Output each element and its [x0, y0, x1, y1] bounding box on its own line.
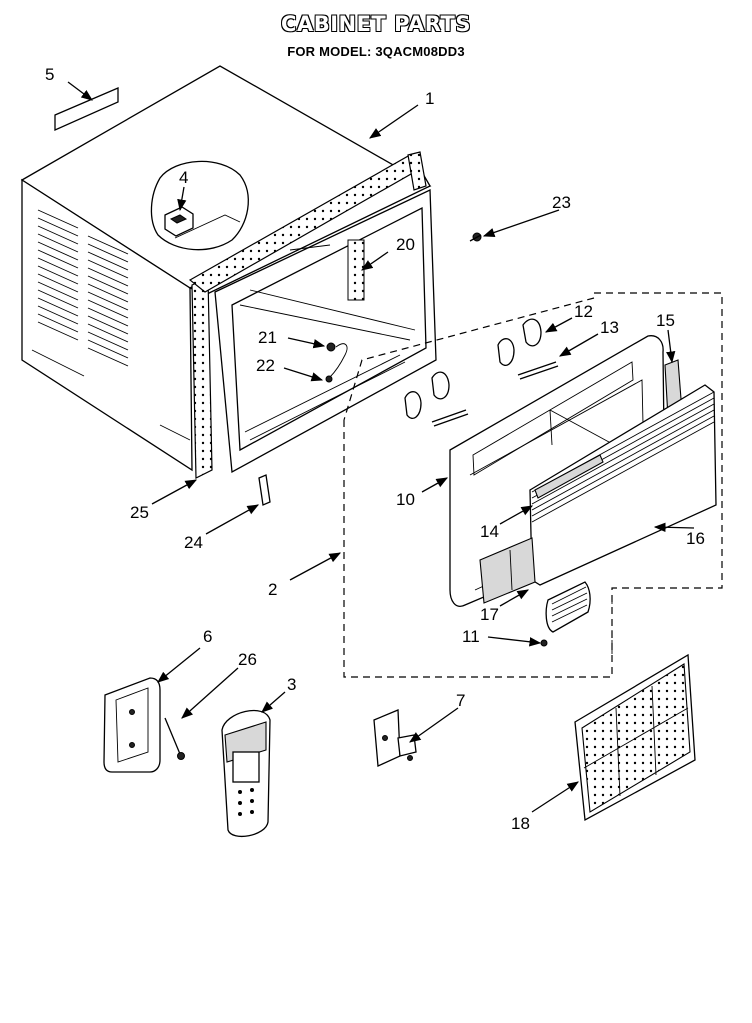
callout-23: 23 [552, 193, 571, 212]
part-5-label [54, 87, 119, 132]
part-6-remote-holder [103, 677, 161, 773]
callout-4: 4 [179, 168, 188, 187]
part-22-clip [325, 375, 333, 383]
callout-12: 12 [574, 302, 593, 321]
part-7-bracket [373, 709, 417, 767]
part-26-screw [164, 717, 185, 760]
callout-16: 16 [686, 529, 705, 548]
callout-14: 14 [480, 522, 499, 541]
louver-pair-left [404, 371, 469, 427]
callout-11: 11 [462, 627, 480, 646]
callout-labels: 5 1 4 20 23 21 22 12 13 15 10 14 16 2 17… [45, 65, 705, 833]
part-18-air-filter [574, 653, 696, 822]
callout-10: 10 [396, 490, 415, 509]
part-25-gasket [191, 277, 213, 479]
part-13-louver-rod [517, 361, 559, 380]
callout-13: 13 [600, 318, 619, 337]
part-22-wire [329, 343, 348, 378]
leader-lines [67, 81, 695, 813]
front-frame [214, 188, 437, 474]
part-2-front-assembly-boundary [343, 292, 723, 678]
callout-2: 2 [268, 580, 277, 599]
part-14-deflector [534, 454, 604, 499]
callout-22: 22 [256, 356, 275, 375]
callout-3: 3 [287, 675, 296, 694]
part-20-insulation [347, 239, 365, 301]
callout-21: 21 [258, 328, 277, 347]
callout-7: 7 [456, 691, 465, 710]
callout-5: 5 [45, 65, 54, 84]
diagram-title: CABINET PARTS [281, 12, 471, 36]
part-24-clip [258, 474, 271, 506]
part-17-control-door [479, 537, 536, 604]
callout-18: 18 [511, 814, 530, 833]
part-23-screw [469, 232, 482, 242]
callout-1: 1 [425, 89, 434, 108]
part-21-screw [326, 342, 336, 352]
part-12-louver [497, 318, 542, 366]
callout-25: 25 [130, 503, 149, 522]
callout-20: 20 [396, 235, 415, 254]
part-3-remote-control [221, 709, 271, 838]
model-subtitle: FOR MODEL: 3QACM08DD3 [287, 44, 465, 59]
part-25-gasket-right [407, 151, 427, 191]
callout-17: 17 [480, 605, 499, 624]
callout-26: 26 [238, 650, 257, 669]
callout-15: 15 [656, 311, 675, 330]
part-11-louver-grille [540, 581, 591, 647]
callout-6: 6 [203, 627, 212, 646]
callout-24: 24 [184, 533, 203, 552]
